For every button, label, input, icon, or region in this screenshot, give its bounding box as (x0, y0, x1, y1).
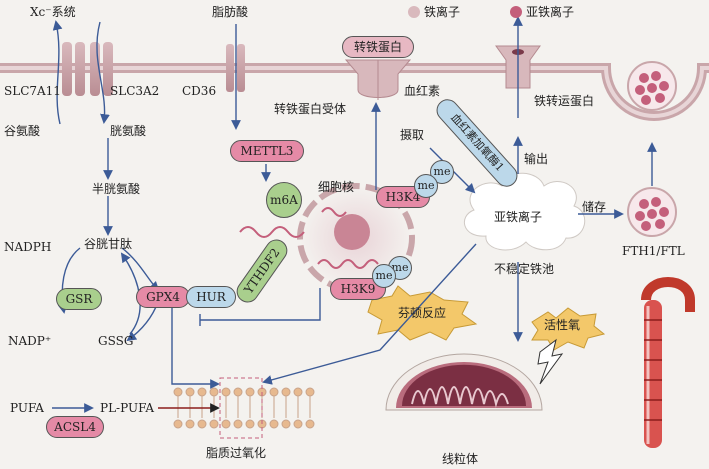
artery-icon (641, 277, 695, 448)
ferrous-ion-icon (510, 6, 522, 18)
lipid-bilayer (173, 387, 315, 429)
labile-pool-ferrous-label: 亚铁离子 (494, 210, 543, 224)
pufa-label: PUFA (10, 401, 44, 415)
mitochondrion (385, 353, 543, 411)
gpx4-node: GPX4 (136, 286, 190, 308)
glutamate-label: 谷氨酸 (4, 124, 41, 138)
transferrin-receptor (344, 59, 412, 100)
h3k4-me-2: me (414, 174, 438, 198)
mettl3-node: METTL3 (230, 140, 304, 162)
xc-transporter (52, 20, 113, 125)
gsr-node: GSR (56, 288, 102, 310)
h3k9-node: H3K9 (330, 278, 386, 300)
fenton-reaction-label: 芬顿反应 (398, 306, 447, 320)
cell-membrane (0, 63, 709, 121)
nadp-label: NADP⁺ (8, 334, 52, 348)
ferric-ion-icon (408, 6, 420, 18)
slc3a2-label: SLC3A2 (110, 84, 160, 98)
transferrin-node: 转铁蛋白 (342, 36, 414, 58)
ros-label: 活性氧 (544, 318, 581, 332)
cd36-label: CD36 (182, 84, 217, 98)
ferritin-vesicle (627, 61, 677, 111)
heme-label: 血红素 (404, 84, 441, 98)
export-label: 输出 (524, 152, 549, 166)
xc-system-label: Xc⁻系统 (30, 5, 76, 19)
cysteine-label: 半胱氨酸 (92, 182, 141, 196)
labile-iron-pool-label: 不稳定铁池 (494, 262, 555, 276)
nucleus-label: 细胞核 (318, 180, 355, 194)
h3k9-me-2: me (372, 264, 396, 288)
ferric-ion-legend: 铁离子 (424, 5, 461, 19)
pl-pufa-label: PL-PUFA (100, 401, 155, 415)
hur-node: HUR (186, 286, 236, 308)
fatty-acid-label: 脂肪酸 (212, 5, 249, 19)
mitochondria-label: 线粒体 (442, 452, 479, 466)
nadph-label: NADPH (4, 240, 52, 254)
slc7a11-label: SLC7A11 (4, 84, 61, 98)
cd36-receptor (226, 24, 245, 130)
m6a-node: m6A (266, 182, 302, 218)
ferrous-ion-legend: 亚铁离子 (526, 5, 575, 19)
peroxidation-zone (219, 377, 263, 439)
fenton-starburst (367, 285, 478, 341)
lightning-icon (537, 338, 564, 385)
h3k4-me-1: me (430, 160, 454, 184)
uptake-label: 摄取 (400, 128, 425, 142)
ferritin-label: FTH1/FTL (622, 244, 685, 258)
gssg-label: GSSG (98, 334, 134, 348)
ferritin-storage-icon (627, 187, 677, 237)
ferroportin (495, 16, 541, 118)
mrna-strand (239, 226, 305, 238)
ros-starburst (531, 307, 606, 351)
cystine-label: 胱氨酸 (110, 124, 147, 138)
ferroportin-label: 铁转运蛋白 (534, 94, 595, 108)
lipid-peroxidation-label: 脂质过氧化 (206, 446, 267, 460)
acsl4-node: ACSL4 (46, 416, 104, 438)
glutathione-label: 谷胱甘肽 (84, 237, 133, 251)
storage-label: 储存 (582, 200, 607, 214)
transferrin-receptor-label: 转铁蛋白受体 (274, 102, 347, 116)
